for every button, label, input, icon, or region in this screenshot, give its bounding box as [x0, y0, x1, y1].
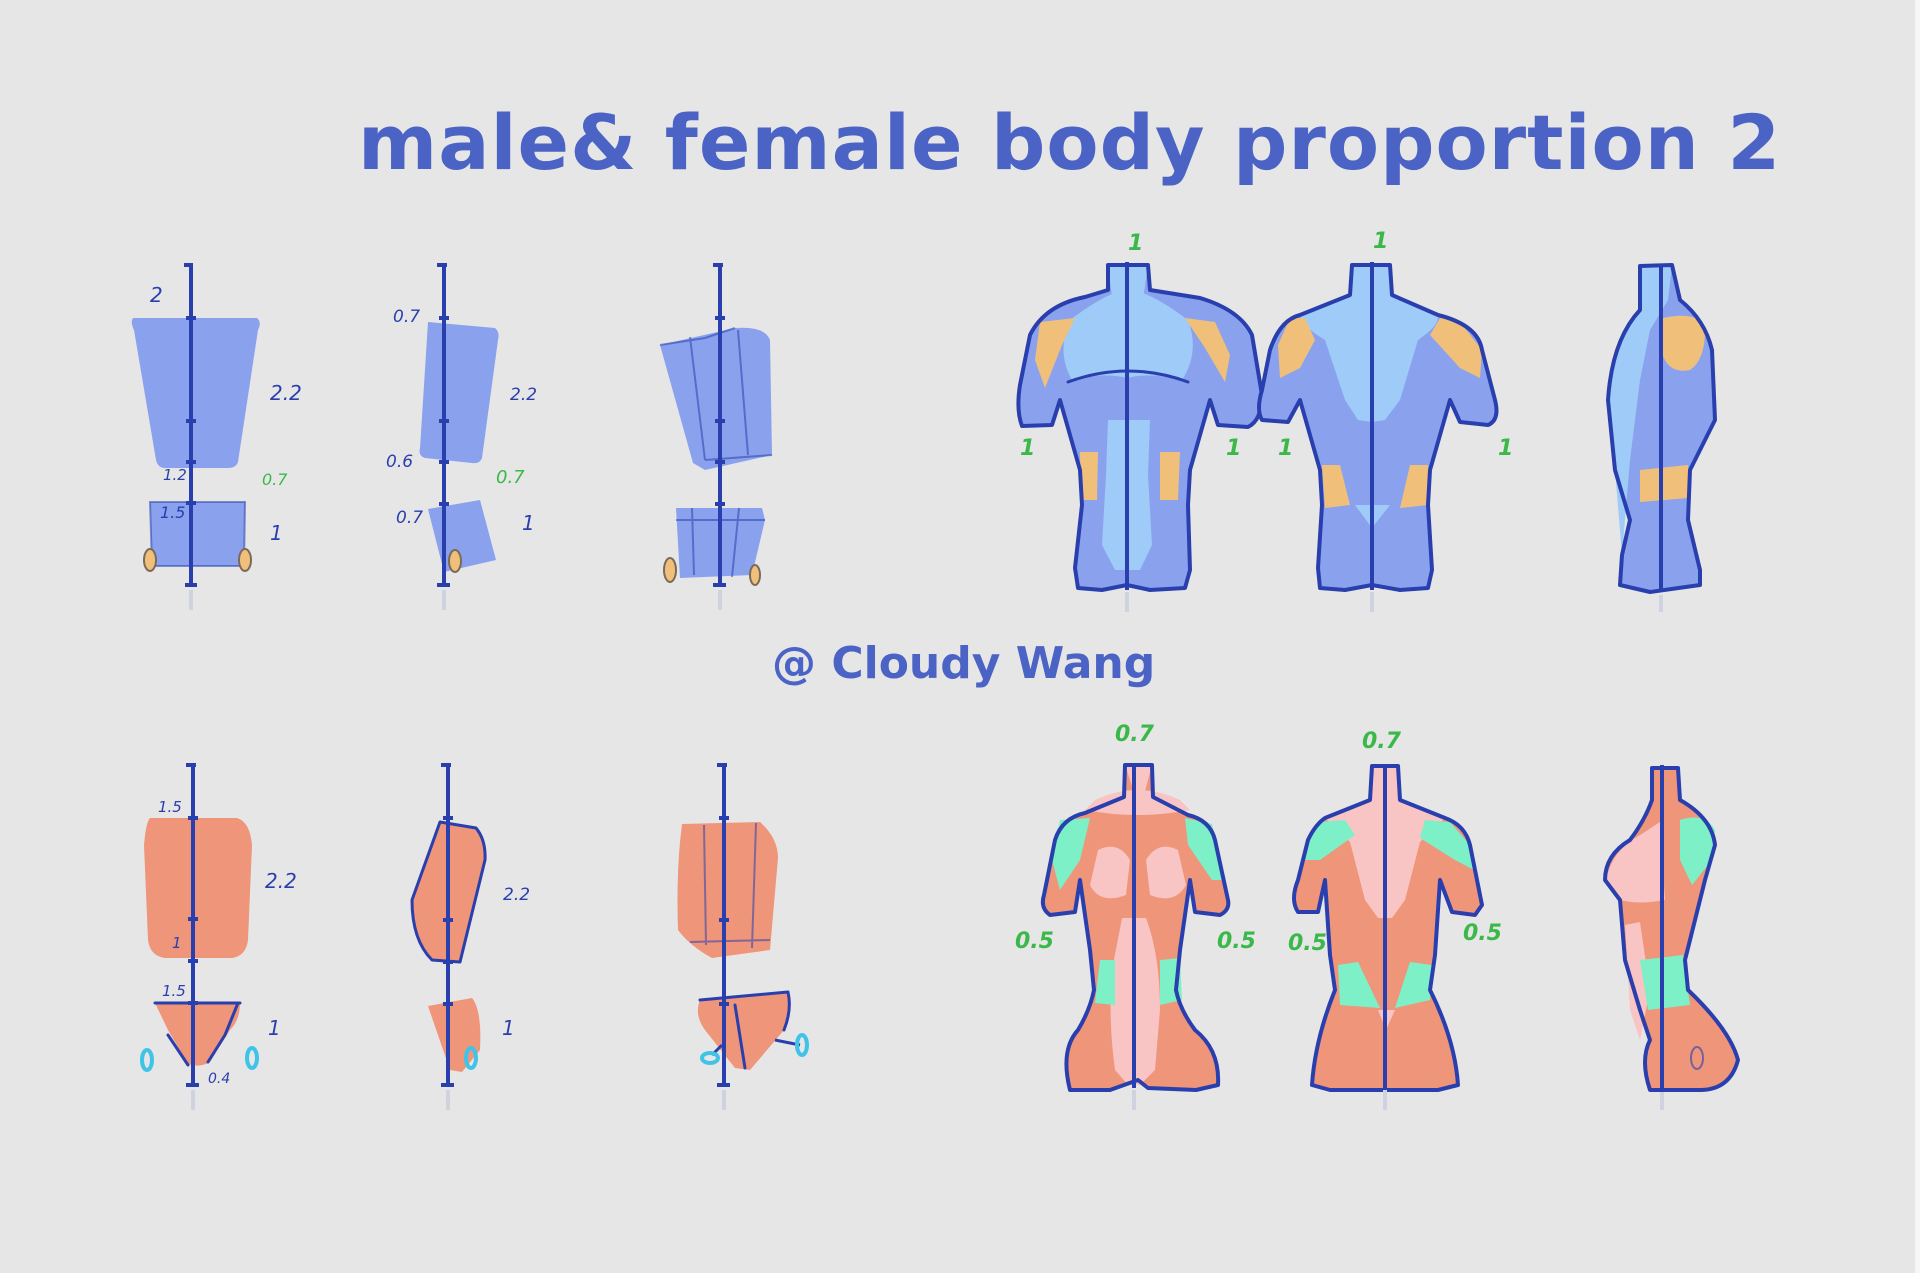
label-chest-depth: 0.7 [393, 307, 420, 327]
artist-credit: @ Cloudy Wang [772, 638, 1156, 689]
right-edge-strip [1915, 0, 1920, 1273]
male-torso-back: 1 1 1 [1257, 229, 1513, 612]
male-box-side: 0.7 2.2 0.6 0.7 0.7 1 [386, 263, 537, 610]
label-torso-height: 2.2 [265, 869, 297, 893]
label-left-arm: 1 [1020, 436, 1035, 461]
label-waist: 1 [172, 934, 182, 952]
label-pelvis-height: 1 [502, 1016, 515, 1040]
label-waist: 1.2 [163, 466, 187, 484]
label-torso-height: 2.2 [270, 381, 302, 405]
page-title: male& female body proportion 2 [358, 98, 1782, 187]
label-right-arm: 0.5 [1217, 929, 1256, 954]
label-neck: 1 [1373, 229, 1388, 254]
label-gap: 0.7 [496, 467, 525, 488]
label-torso-height: 2.2 [510, 385, 537, 405]
label-left-arm: 0.5 [1288, 931, 1327, 956]
label-pelvis-height: 1 [268, 1016, 281, 1040]
label-left-arm: 0.5 [1015, 929, 1054, 954]
female-torso-side [1603, 765, 1740, 1110]
female-box-front: 1.5 2.2 1 1.5 1 0.4 [140, 763, 297, 1110]
label-crotch: 0.4 [208, 1071, 230, 1087]
female-torso-back: 0.7 0.5 0.5 [1288, 729, 1502, 1110]
label-neck: 0.7 [1362, 729, 1402, 754]
label-waist-depth: 0.6 [386, 452, 413, 472]
female-box-three-quarter [677, 763, 809, 1110]
label-left-arm: 1 [1278, 436, 1293, 461]
label-chest-width: 2 [150, 283, 163, 307]
label-pelvis-width: 1.5 [162, 982, 186, 1000]
label-right-arm: 1 [1226, 436, 1241, 461]
label-pelvis-height: 1 [522, 511, 535, 535]
label-pelvis-width: 1.5 [160, 503, 185, 522]
label-neck: 0.7 [1115, 722, 1155, 747]
male-box-front: 2 2.2 1.2 0.7 1.5 1 [131, 263, 302, 610]
male-torso-side [1606, 263, 1717, 612]
male-torso-front: 1 1 1 [1016, 231, 1264, 612]
label-torso-height: 2.2 [503, 885, 530, 905]
male-box-three-quarter [659, 263, 773, 610]
label-pelvis-depth: 0.7 [396, 508, 423, 528]
label-pelvis-height: 1 [270, 521, 283, 545]
label-gap: 0.7 [262, 470, 288, 489]
label-neck: 1 [1128, 231, 1143, 256]
female-torso-front: 0.7 0.5 0.5 [1015, 722, 1256, 1110]
female-box-side: 2.2 1 [410, 763, 530, 1110]
label-chest-width: 1.5 [158, 798, 182, 816]
label-right-arm: 0.5 [1463, 921, 1502, 946]
label-right-arm: 1 [1498, 436, 1513, 461]
